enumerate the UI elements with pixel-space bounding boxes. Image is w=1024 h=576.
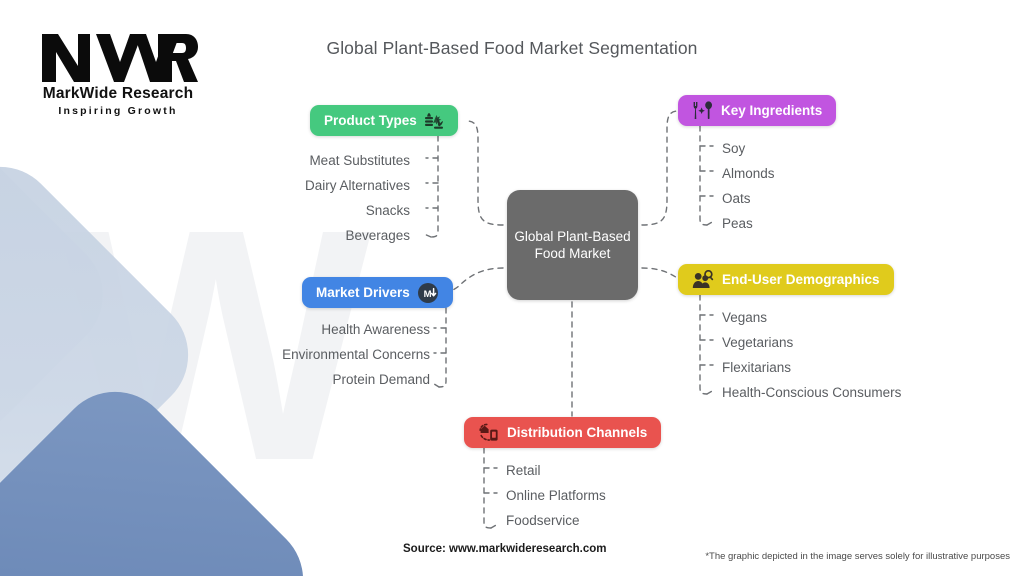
- people-search-icon: [692, 269, 715, 290]
- branch-items-product-types: Meat Substitutes Dairy Alternatives Snac…: [180, 148, 410, 248]
- source-text: Source: www.markwideresearch.com: [403, 543, 607, 555]
- brand-logo: MarkWide Research Inspiring Growth: [28, 28, 208, 117]
- list-item[interactable]: Environmental Concerns: [282, 347, 430, 362]
- list-item[interactable]: Health Awareness: [321, 322, 430, 337]
- center-node[interactable]: Global Plant-Based Food Market: [507, 190, 638, 300]
- page-title: Global Plant-Based Food Market Segmentat…: [326, 38, 698, 58]
- branch-pill-product-types[interactable]: Product Types: [310, 105, 458, 136]
- branch-label-product-types: Product Types: [324, 112, 417, 128]
- list-item[interactable]: Almonds: [722, 166, 775, 181]
- list-item[interactable]: Vegans: [722, 310, 768, 325]
- list-item[interactable]: Flexitarians: [722, 360, 792, 375]
- branch-pill-key-ingredients[interactable]: Key Ingredients: [678, 95, 837, 126]
- svg-text:M: M: [423, 289, 431, 300]
- branch-label-key-ingredients: Key Ingredients: [721, 102, 823, 118]
- branch-items-end-user-demographics: Vegans Vegetarians Flexitarians Health-C…: [722, 305, 1002, 405]
- branch-items-market-drivers: Health Awareness Environmental Concerns …: [150, 317, 430, 392]
- branch-pill-end-user-demographics[interactable]: End-User Demographics: [678, 264, 894, 295]
- branch-label-market-drivers: Market Drivers: [316, 284, 410, 300]
- branch-pill-market-drivers[interactable]: Market Drivers M: [302, 277, 453, 308]
- logo-company-name: MarkWide Research: [42, 85, 194, 102]
- list-item[interactable]: Health-Conscious Consumers: [722, 385, 902, 400]
- list-item[interactable]: Foodservice: [506, 513, 580, 528]
- branch-items-key-ingredients: Soy Almonds Oats Peas: [722, 136, 982, 236]
- list-item[interactable]: Peas: [722, 216, 753, 231]
- list-item[interactable]: Protein Demand: [332, 372, 430, 387]
- list-item[interactable]: Beverages: [345, 228, 410, 243]
- branch-label-end-user-demographics: End-User Demographics: [722, 271, 880, 287]
- branch-label-distribution-channels: Distribution Channels: [507, 424, 648, 440]
- delivery-route-icon: [478, 423, 500, 443]
- list-item[interactable]: Meat Substitutes: [309, 153, 410, 168]
- plant-seedling-icon: [424, 112, 444, 130]
- list-item[interactable]: Retail: [506, 463, 541, 478]
- list-item[interactable]: Oats: [722, 191, 751, 206]
- market-badge-icon: M: [417, 282, 439, 304]
- list-item[interactable]: Dairy Alternatives: [304, 178, 410, 193]
- center-node-label: Global Plant-Based Food Market: [514, 228, 631, 262]
- fork-spoon-icon: [692, 101, 714, 120]
- logo-tagline: Inspiring Growth: [58, 105, 178, 117]
- list-item[interactable]: Vegetarians: [722, 335, 794, 350]
- list-item[interactable]: Soy: [722, 141, 746, 156]
- disclaimer-text: *The graphic depicted in the image serve…: [705, 551, 1010, 562]
- list-item[interactable]: Online Platforms: [506, 488, 606, 503]
- branch-items-distribution-channels: Retail Online Platforms Foodservice: [506, 458, 756, 533]
- mwr-monogram-icon: [42, 34, 198, 82]
- branch-pill-distribution-channels[interactable]: Distribution Channels: [464, 417, 662, 448]
- list-item[interactable]: Snacks: [365, 203, 410, 218]
